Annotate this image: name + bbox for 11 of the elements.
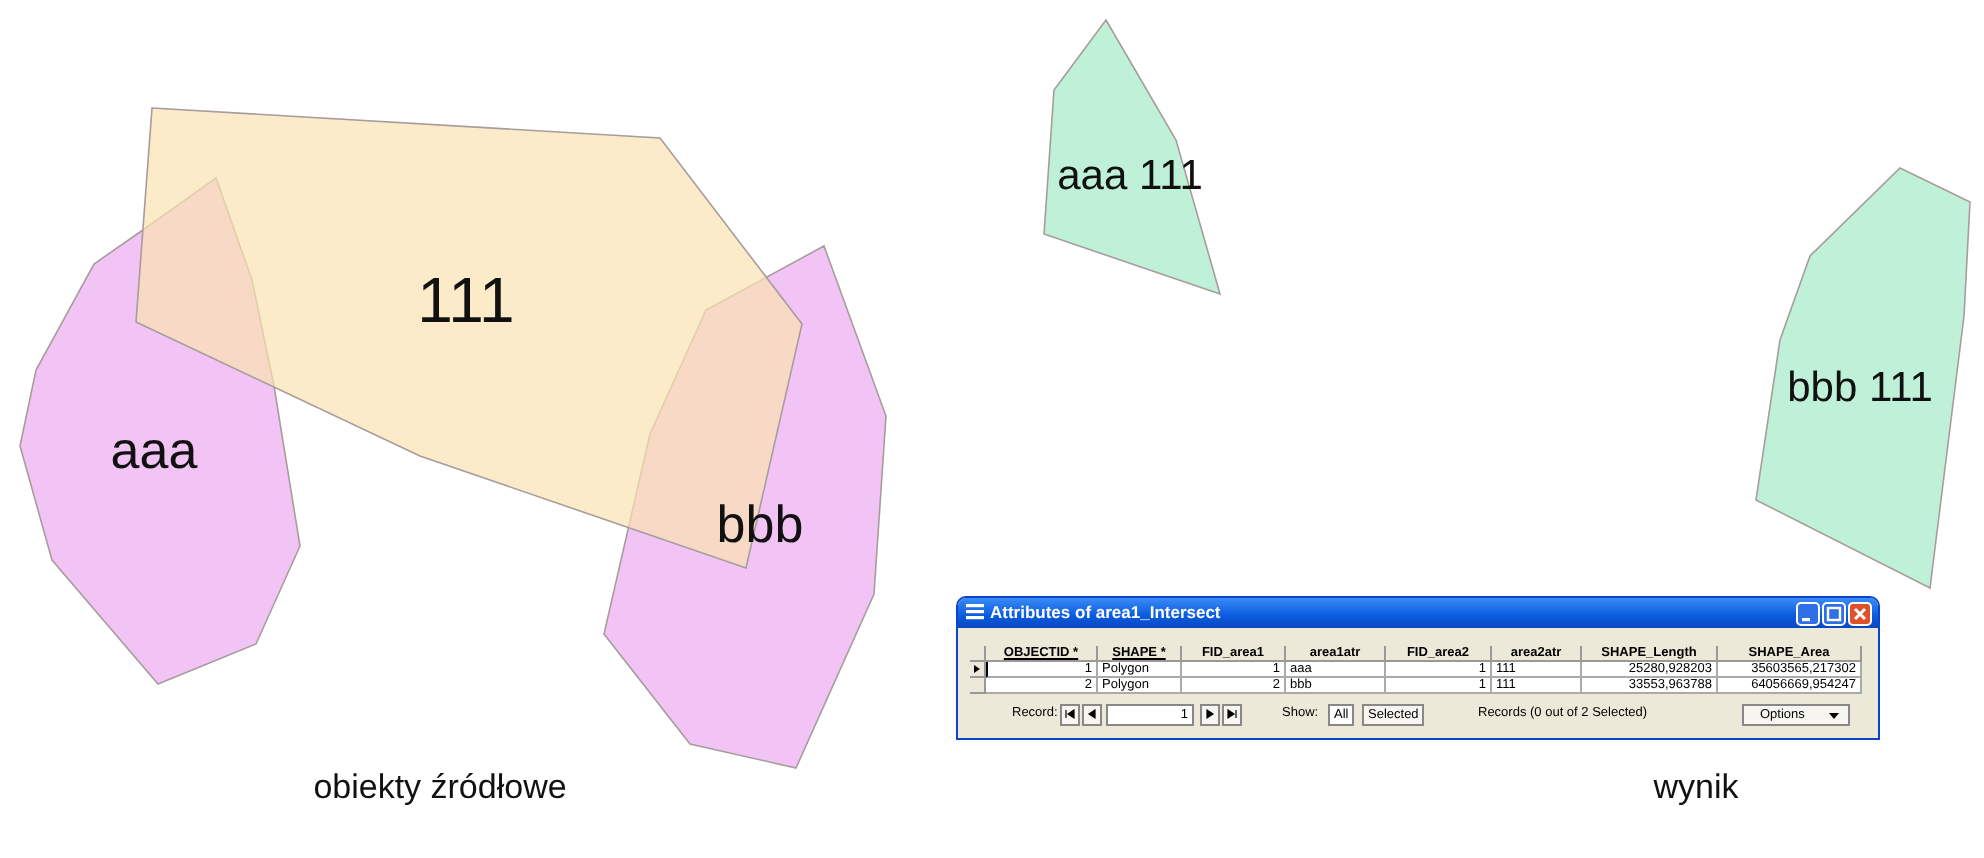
caption: wynik — [1653, 768, 1739, 808]
window-title: Attributes of area1_Intersect — [990, 602, 1221, 622]
polygon-area — [1044, 20, 1220, 294]
area-label: aaa 111 — [1057, 155, 1203, 197]
area-label: bbb 111 — [1787, 367, 1933, 409]
polygon-area — [1756, 168, 1970, 588]
caption: obiekty źródłowe — [313, 768, 567, 808]
area-label: 111 — [417, 268, 515, 332]
polygon-area — [604, 246, 886, 768]
area-label: aaa — [110, 424, 198, 476]
area-label: bbb — [716, 498, 804, 550]
